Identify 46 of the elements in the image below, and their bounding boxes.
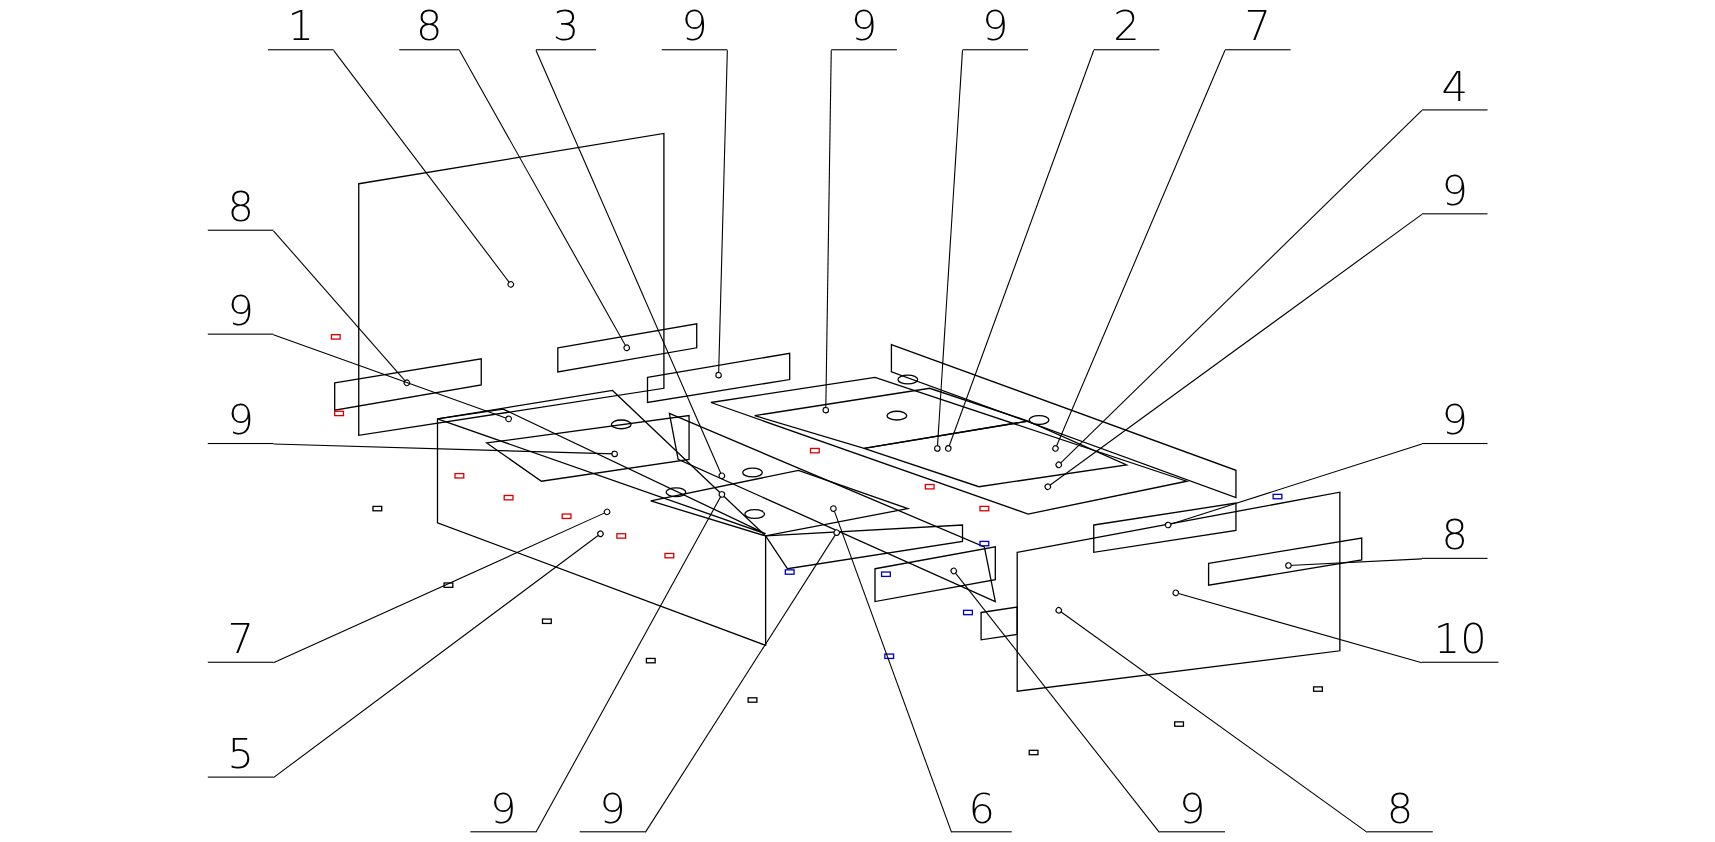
leader-line [535,49,726,480]
callout-number: 4 [1421,63,1488,111]
callout-number: 9 [1159,785,1225,833]
callout-number: 8 [1421,511,1488,559]
leader-line [715,49,728,379]
leader-line [535,491,726,833]
callout-number: 9 [207,287,274,335]
leader-line [950,567,1160,833]
leader-line [272,508,611,664]
callout-number: 10 [1421,615,1499,663]
callout-number: 9 [831,3,897,51]
leader-line [458,49,630,352]
leader-line [934,49,964,452]
leader-line [272,443,618,458]
leader-line [830,505,953,833]
leader-line [272,530,604,779]
leader-line [1285,558,1423,569]
leader-line [1055,109,1423,469]
callout-number: 9 [579,785,646,833]
leader-line [272,230,411,387]
callout-number: 9 [1421,397,1488,445]
leader-line [1055,607,1368,833]
leader-line [822,49,832,414]
callout-number: 9 [962,3,1029,51]
callout-number: 9 [1421,167,1488,215]
leader-line [644,529,840,833]
callout-number: 5 [207,730,274,778]
callout-number: 7 [1225,3,1291,51]
leader-line [1044,213,1423,490]
leader-line [1164,443,1423,529]
callout-number: 9 [207,397,274,445]
callout-number: 2 [1093,3,1160,51]
callout-number: 1 [267,3,334,51]
callout-number: 8 [1367,785,1433,833]
leader-line [1052,49,1226,452]
callout-number: 9 [470,785,536,833]
leader-line [333,49,515,288]
leader-line [945,49,1095,452]
callout-number: 8 [399,3,460,51]
leader-line [1172,589,1423,664]
callout-number: 7 [207,615,274,663]
callout-number: 3 [535,3,597,51]
callout-number: 8 [207,183,274,231]
leader-line [272,334,512,423]
callout-number: 9 [661,3,728,51]
callout-number: 6 [951,785,1012,833]
